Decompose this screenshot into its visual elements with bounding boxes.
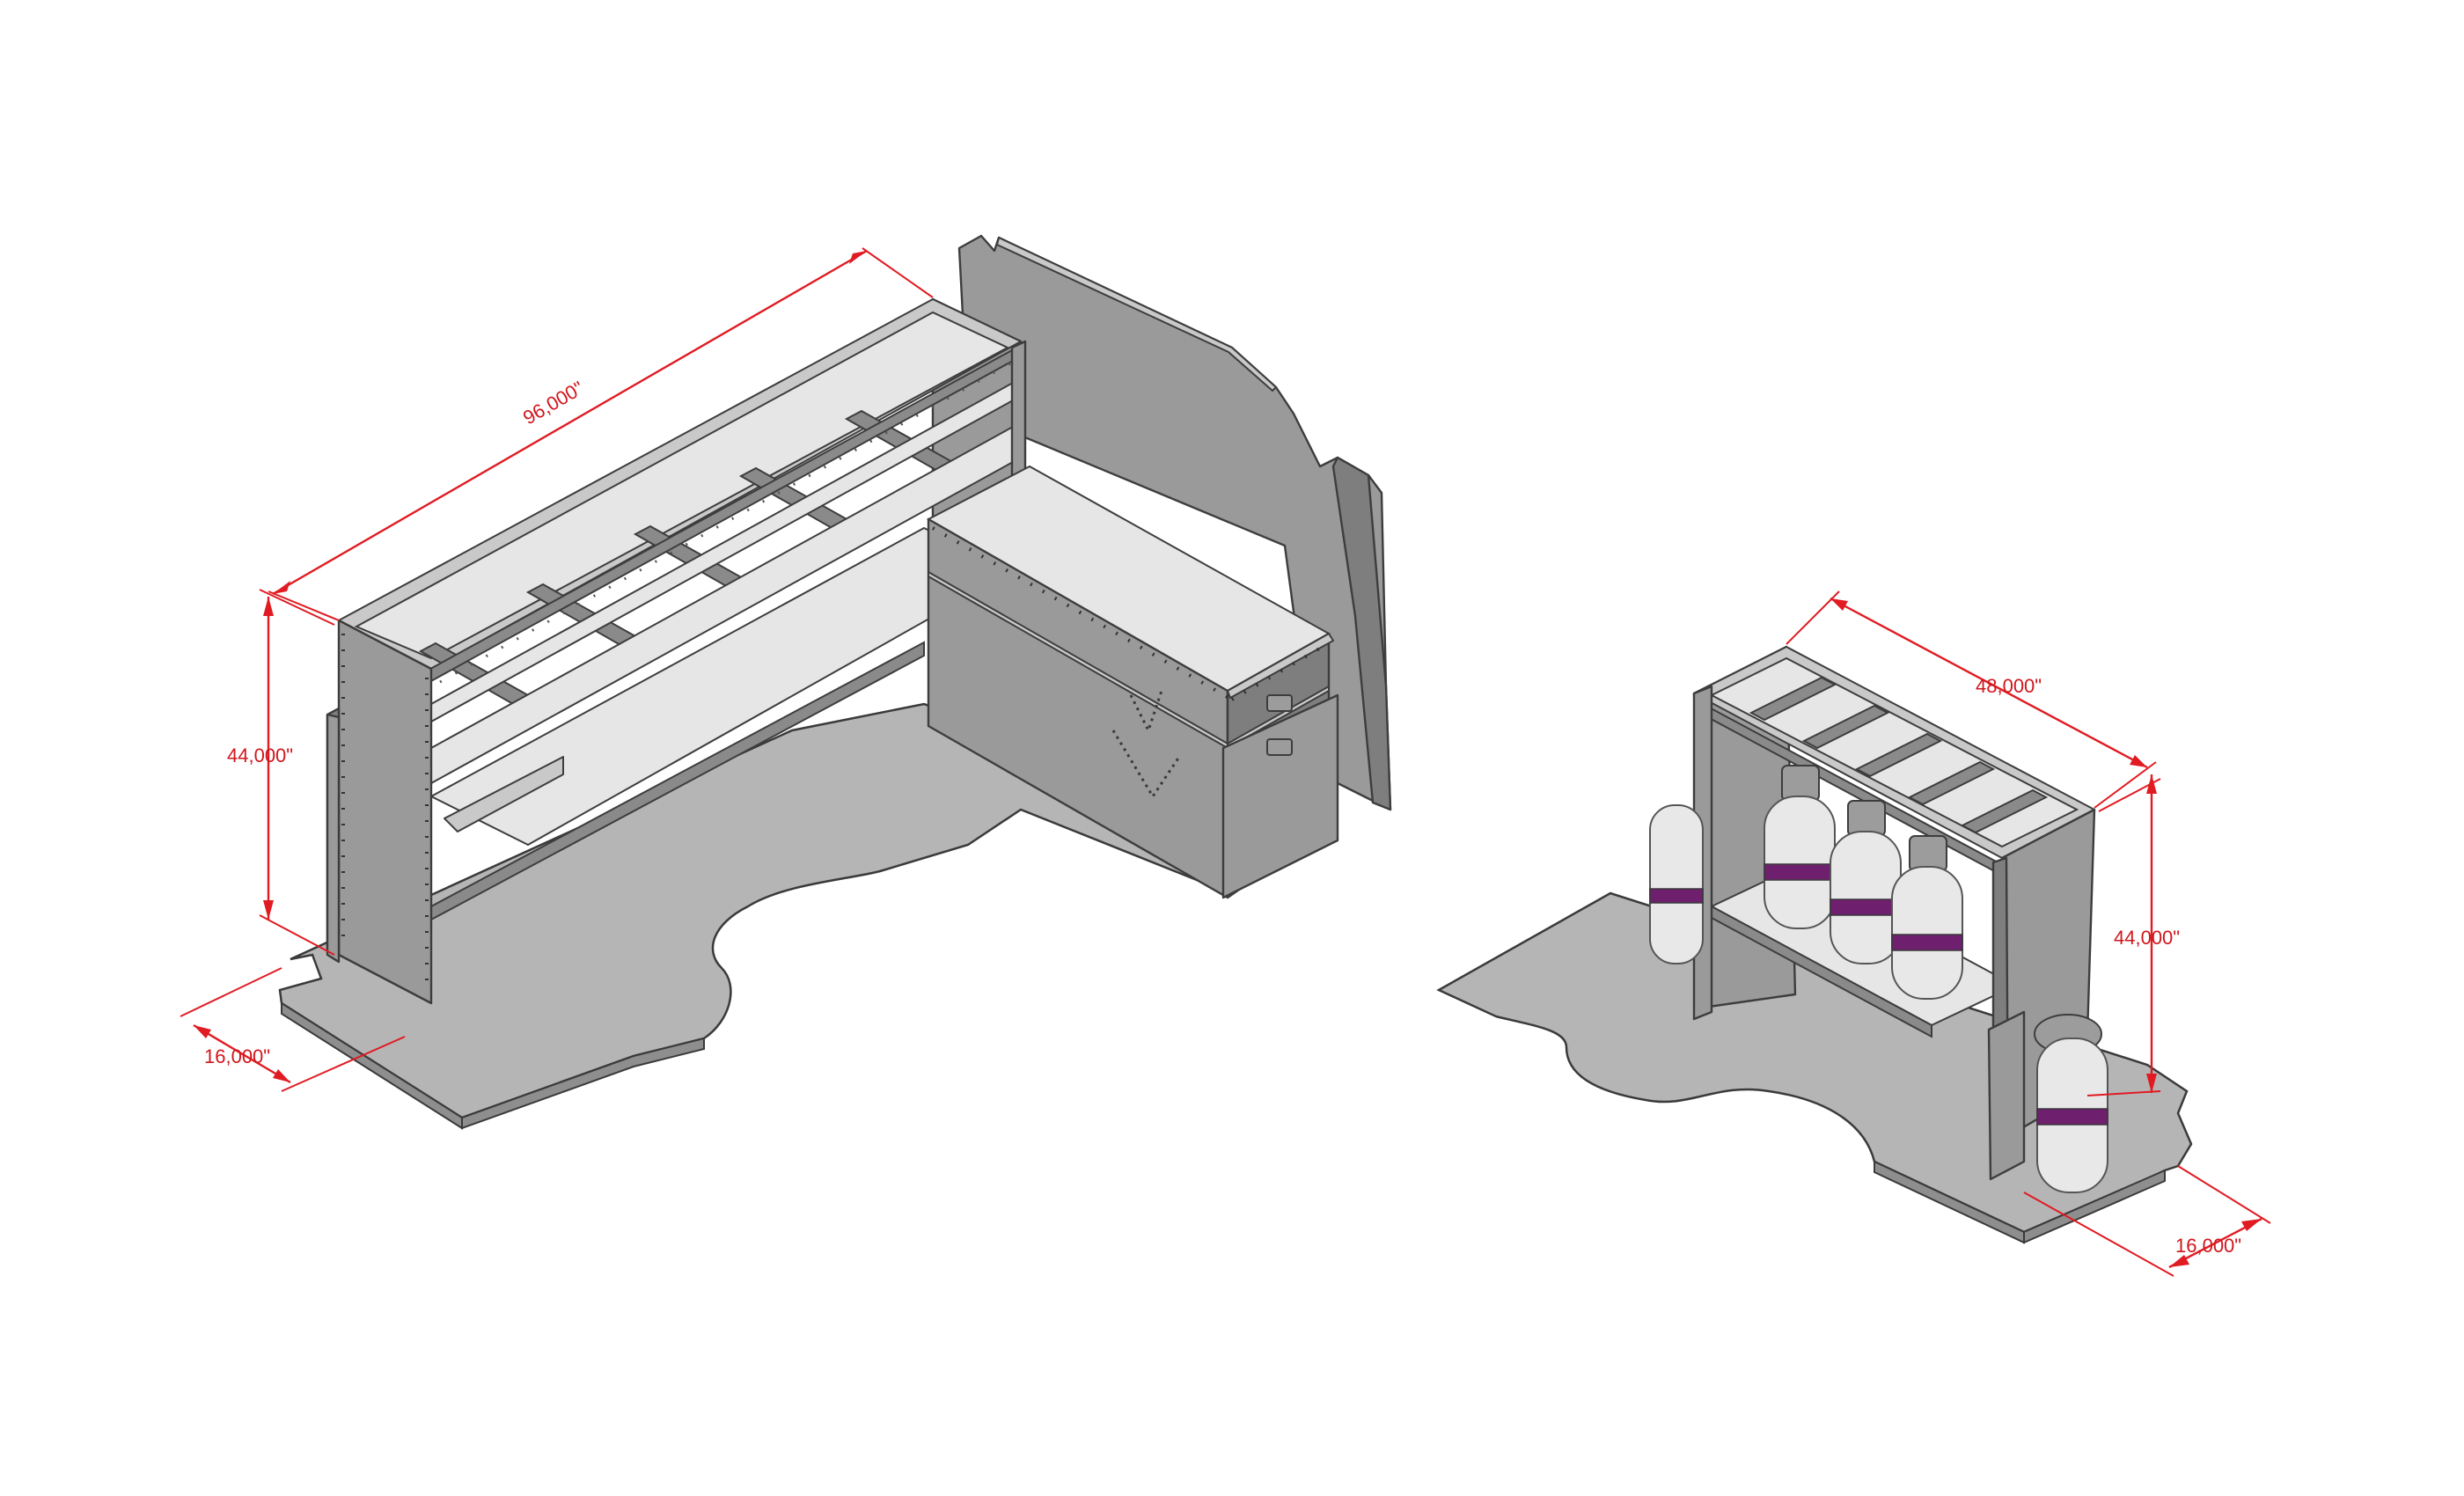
right-propane-tanks — [1649, 765, 2108, 1193]
right-width-label: 48,000" — [1976, 675, 2042, 697]
propane-tank-bracket — [2034, 1014, 2108, 1193]
left-depth-dimension: 16,000" — [180, 967, 406, 1092]
left-drawer-cabinet — [926, 465, 1339, 899]
left-height-label: 44,000" — [227, 744, 293, 766]
right-width-dimension: 48,000" — [1786, 590, 2157, 809]
left-shelving-unit — [326, 297, 1027, 1005]
right-depth-label: 16,000" — [2175, 1235, 2241, 1257]
left-length-label: 96,000" — [519, 377, 588, 429]
left-van-floor — [278, 702, 1207, 1130]
left-rivet-rows — [341, 361, 1013, 994]
propane-tank-3 — [1891, 835, 1963, 1000]
left-bulkhead-partition — [957, 234, 1392, 811]
right-height-dimension: 44,000" — [2086, 774, 2180, 1096]
right-depth-dimension: 16,000" — [2023, 1165, 2271, 1277]
left-depth-label: 16,000" — [204, 1045, 270, 1067]
right-height-label: 44,000" — [2114, 927, 2180, 949]
left-height-dimension: 44,000" — [227, 589, 335, 956]
propane-tank-outer-left — [1649, 804, 1704, 964]
propane-tank-2 — [1830, 800, 1902, 964]
